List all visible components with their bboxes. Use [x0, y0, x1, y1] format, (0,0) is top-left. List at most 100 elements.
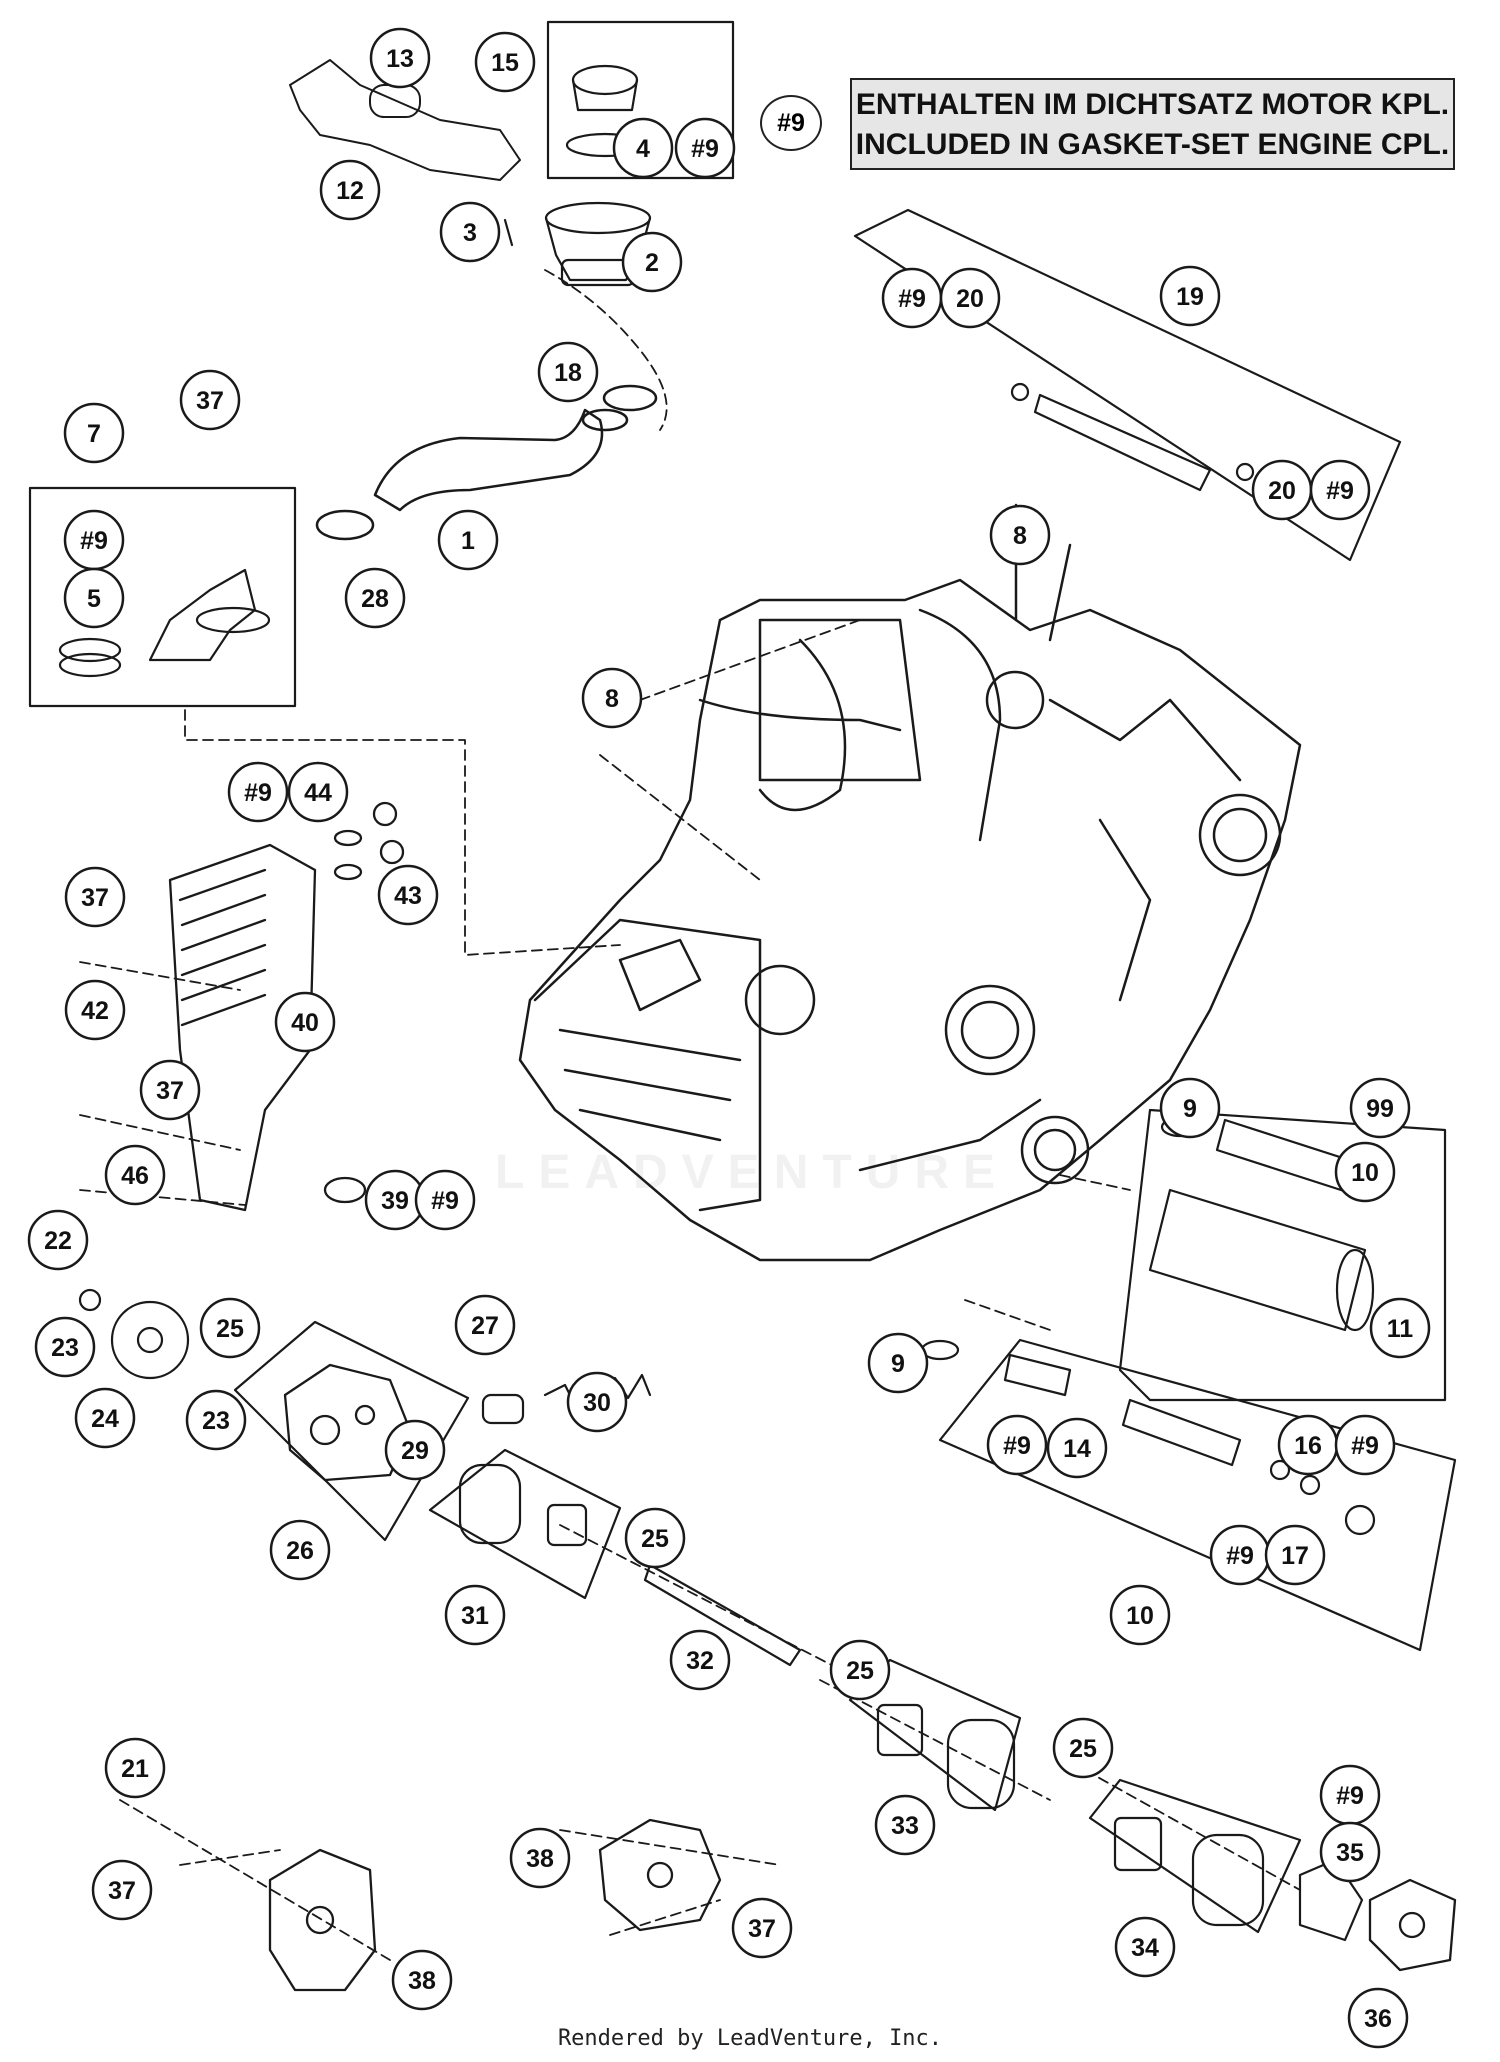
callout-label: 20	[956, 285, 984, 313]
callout-label: 2	[645, 249, 659, 277]
callout-label: #9	[691, 135, 719, 163]
callout-circle	[91, 1859, 153, 1921]
callout-circle	[384, 1419, 446, 1481]
group-box-19	[853, 208, 1402, 562]
callout-circle	[391, 1949, 453, 2011]
callout-label: 22	[44, 1227, 72, 1255]
callout-label: 42	[81, 997, 109, 1025]
callout-circle	[27, 1209, 89, 1271]
callout-circle	[227, 761, 289, 823]
group-box-26	[233, 1320, 470, 1542]
callout-circle	[287, 761, 349, 823]
part-pump-body-37	[598, 1818, 722, 1932]
callout-label: 14	[1063, 1435, 1091, 1463]
callout-label: #9	[1003, 1432, 1031, 1460]
callout-label: 10	[1126, 1602, 1154, 1630]
callout-label: #9	[1336, 1782, 1364, 1810]
callout-label: 20	[1268, 477, 1296, 505]
watermark: LEADVENTURE	[495, 1146, 1010, 1199]
callout-label: 25	[641, 1525, 669, 1553]
callout-circle	[1052, 1717, 1114, 1779]
gasket-set-note: ENTHALTEN IM DICHTSATZ MOTOR KPL. INCLUD…	[850, 78, 1455, 170]
callout-label: 9	[1183, 1095, 1197, 1123]
callout-label: 1	[461, 527, 475, 555]
callout-label: 5	[87, 585, 101, 613]
callout-label: 15	[491, 49, 519, 77]
callout-circle	[986, 1414, 1048, 1476]
part-rotor-33	[876, 1703, 1016, 1810]
callout-circle	[474, 31, 536, 93]
callout-circle	[1264, 1524, 1326, 1586]
callout-label: 36	[1364, 2005, 1392, 2033]
callout-circle	[1369, 1297, 1431, 1359]
callout-label: 4	[636, 135, 650, 163]
callout-circle	[1046, 1417, 1108, 1479]
callout-circle	[369, 27, 431, 89]
part-shaft-19	[1010, 382, 1255, 492]
callout-circle	[439, 201, 501, 263]
group-box-31	[428, 1448, 622, 1600]
callout-circle	[344, 567, 406, 629]
callout-label: 25	[1069, 1735, 1097, 1763]
callout-circle	[414, 1169, 476, 1231]
callout-label: #9	[80, 527, 108, 555]
callout-label: 35	[1336, 1839, 1364, 1867]
callout-label: 34	[1131, 1934, 1159, 1962]
callout-circle	[621, 231, 683, 293]
callout-label: 37	[156, 1077, 184, 1105]
callout-circle	[509, 1827, 571, 1889]
callout-label: 99	[1366, 1095, 1394, 1123]
callout-label: 8	[605, 685, 619, 713]
part-oil-filter-11	[1148, 1188, 1375, 1332]
callout-label: 27	[471, 1312, 499, 1340]
engine-crankcase	[518, 503, 1302, 1262]
callout-label: #9	[1226, 1542, 1254, 1570]
group-box-7	[28, 486, 297, 708]
callout-circle	[1159, 265, 1221, 327]
callout-circle	[1109, 1584, 1171, 1646]
callout-label: 17	[1281, 1542, 1309, 1570]
callout-label: 44	[304, 779, 332, 807]
callout-label: 40	[291, 1009, 319, 1037]
callout-label: 33	[891, 1812, 919, 1840]
callout-label: 23	[202, 1407, 230, 1435]
callout-label: #9	[1351, 1432, 1379, 1460]
callout-circle	[199, 1297, 261, 1359]
callout-circle	[612, 117, 674, 179]
callout-label: 12	[336, 177, 364, 205]
callout-circle	[1349, 1077, 1411, 1139]
callout-label: 21	[121, 1755, 149, 1783]
callout-circle	[454, 1294, 516, 1356]
callout-circle	[1334, 1414, 1396, 1476]
callout-circle	[269, 1519, 331, 1581]
callout-circle	[377, 864, 439, 926]
callout-circle	[669, 1629, 731, 1691]
part-elbow-7	[58, 568, 271, 678]
callout-circle	[939, 267, 1001, 329]
callout-circle	[1159, 1077, 1221, 1139]
callout-circle	[34, 1316, 96, 1378]
callout-label: 26	[286, 1537, 314, 1565]
part-sprocket-24	[78, 1288, 190, 1380]
callout-label: 38	[408, 1967, 436, 1995]
callout-circle	[537, 341, 599, 403]
callout-label: 11	[1387, 1315, 1414, 1343]
callout-label: 37	[196, 387, 224, 415]
part-filler-cap-15	[565, 64, 645, 158]
part-rotor-31	[458, 1463, 588, 1547]
callout-circle	[566, 1371, 628, 1433]
callout-circle	[581, 667, 643, 729]
callout-label: #9	[431, 1187, 459, 1215]
note-line-german: ENTHALTEN IM DICHTSATZ MOTOR KPL.	[855, 88, 1450, 121]
callout-label: 37	[81, 884, 109, 912]
callout-label: #9	[244, 779, 272, 807]
callout-label: 39	[381, 1187, 409, 1215]
callout-label: 8	[1013, 522, 1027, 550]
callout-circle	[1319, 1821, 1381, 1883]
callout-label: 25	[216, 1315, 244, 1343]
callout-circle	[1347, 1987, 1409, 2049]
callout-label: 38	[526, 1845, 554, 1873]
callout-label: 31	[461, 1602, 489, 1630]
